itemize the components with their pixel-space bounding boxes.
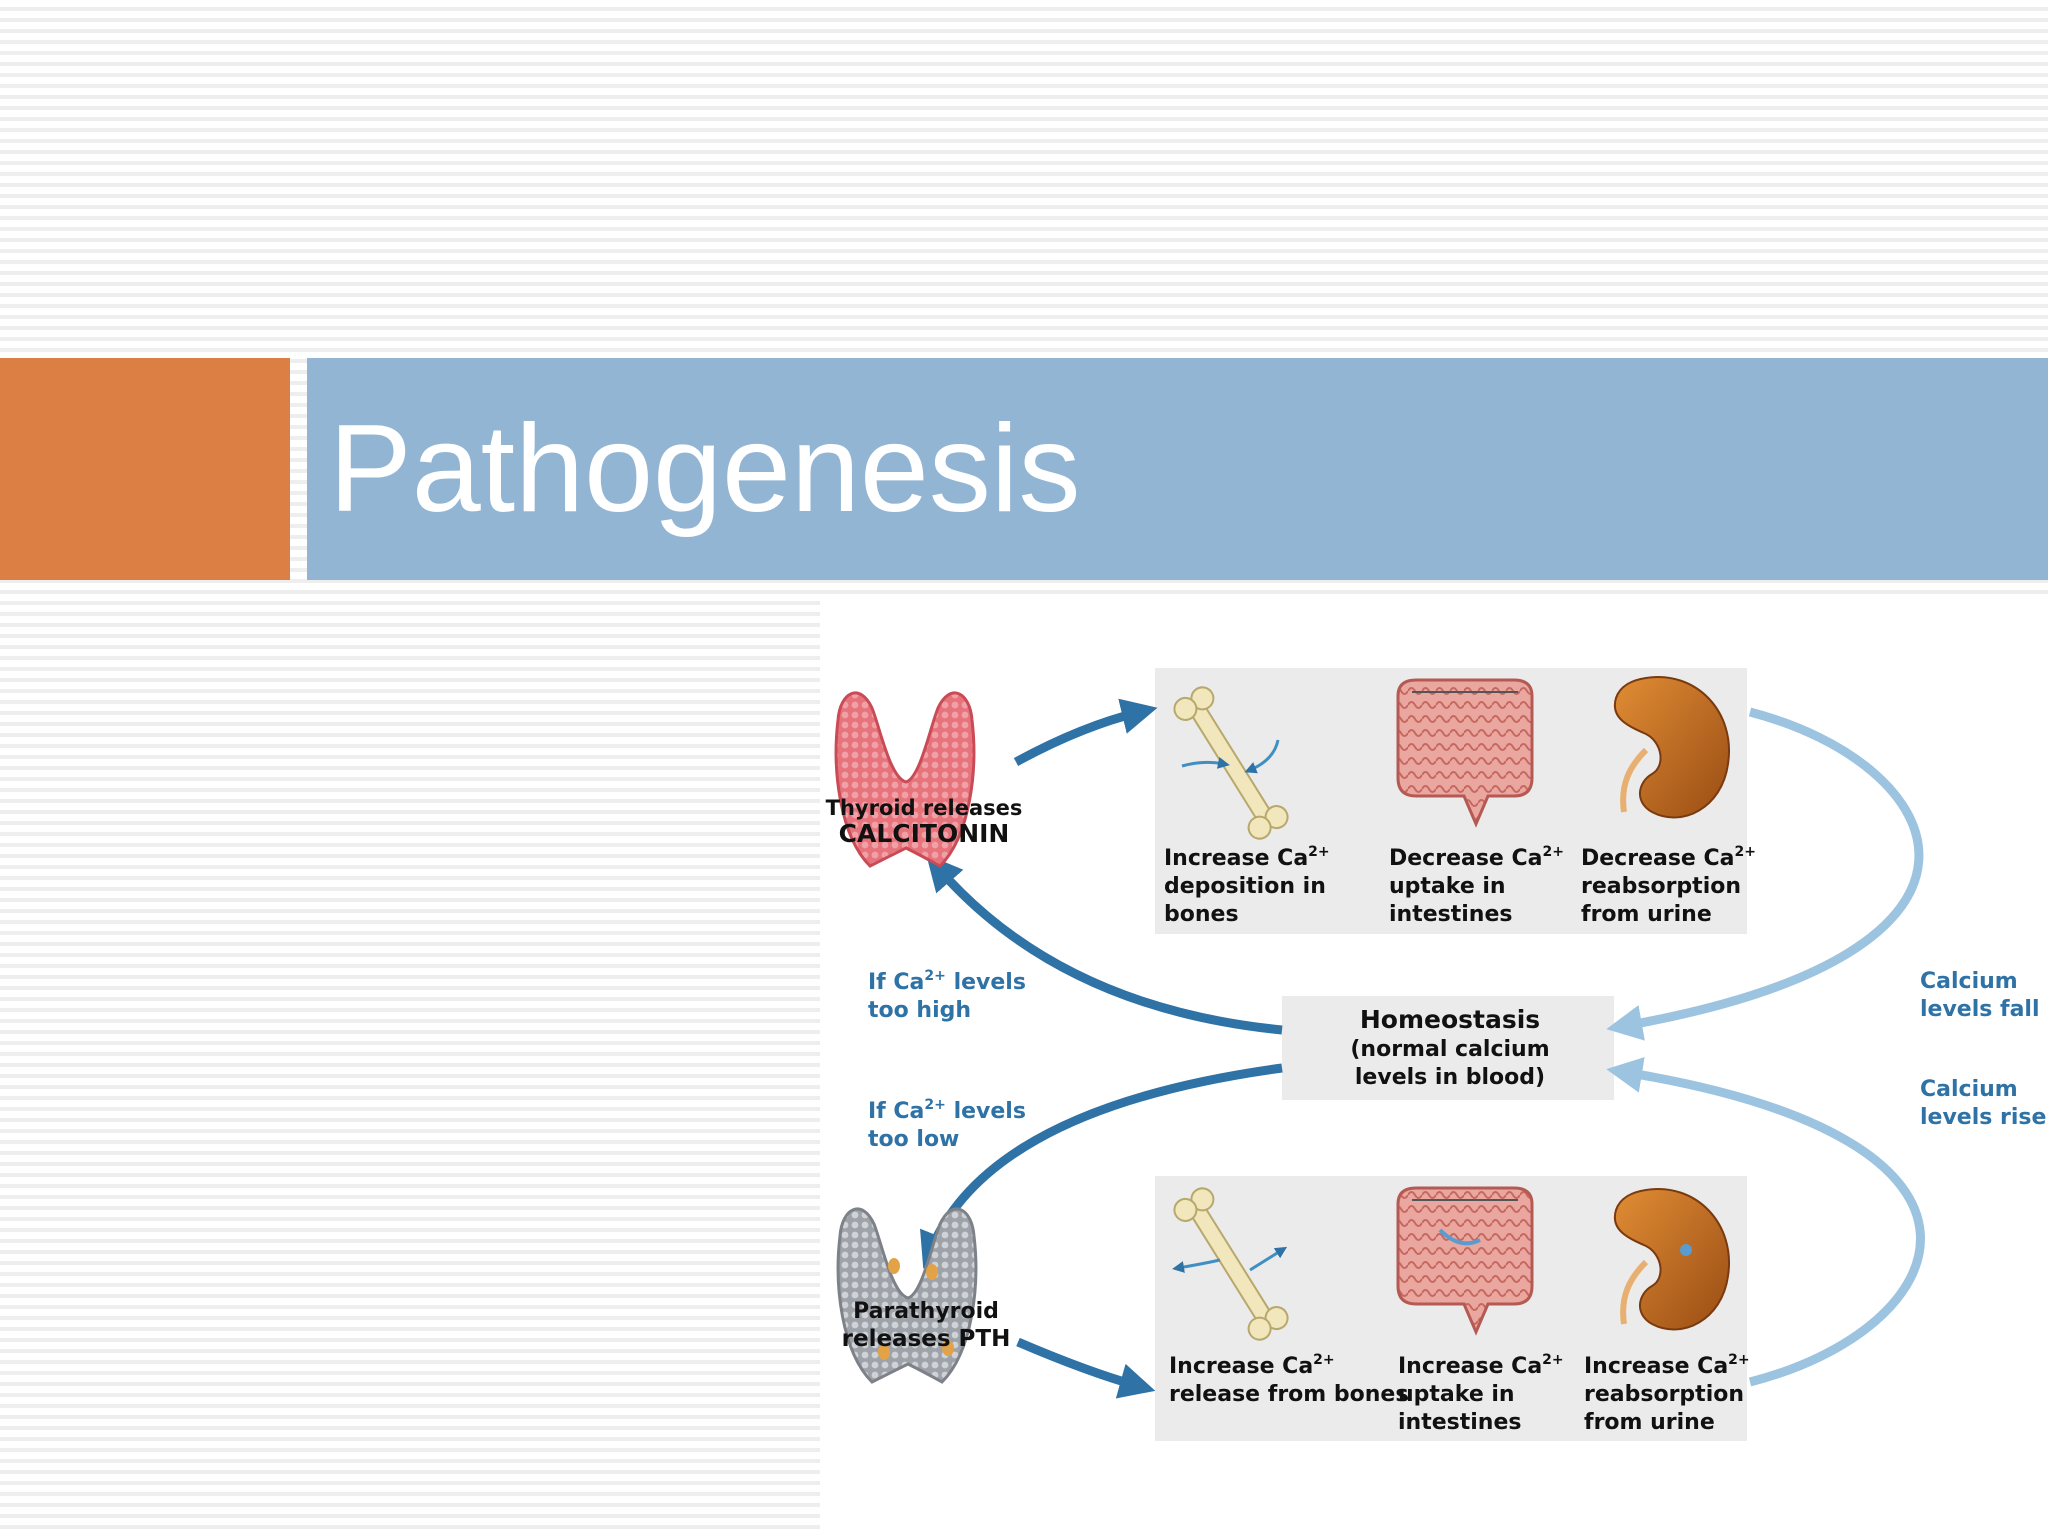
too-high-label-line2: too high	[868, 998, 971, 1023]
calcium-fall-label-line2: levels fall	[1920, 997, 2040, 1022]
parathyroid-gland-icon	[836, 1207, 978, 1384]
slide-title: Pathogenesis	[329, 400, 1081, 538]
too-low-label-line1: If Ca2+ levels	[868, 1097, 1026, 1124]
bottom-effect-2-line1: Increase Ca2+	[1398, 1352, 1564, 1379]
top-effect-2-line2: uptake in	[1389, 874, 1506, 899]
top-effect-3-line3: from urine	[1581, 902, 1712, 927]
bottom-effect-3-line1: Increase Ca2+	[1584, 1352, 1750, 1379]
kidney-icon	[1613, 1188, 1731, 1331]
calcium-fall-label-line1: Calcium	[1920, 969, 2018, 994]
top-effect-1-line2: deposition in	[1164, 874, 1326, 899]
title-bar: Pathogenesis	[307, 358, 2048, 580]
top-effect-1-line3: bones	[1164, 902, 1239, 927]
top-effect-2-line3: intestines	[1389, 902, 1512, 927]
thyroid-gland-icon	[834, 691, 976, 868]
bottom-effect-3-line2: reabsorption	[1584, 1382, 1744, 1407]
accent-block	[0, 358, 290, 580]
arrow-too-high	[926, 854, 1283, 1035]
bottom-effect-2-line2: uptake in	[1398, 1382, 1515, 1407]
calcium-rise-label-line1: Calcium	[1920, 1077, 2018, 1102]
bone-icon	[1173, 686, 1289, 840]
bone-icon	[1172, 1187, 1289, 1341]
kidney-icon	[1613, 676, 1731, 819]
homeostasis-line2: (normal calcium	[1350, 1037, 1549, 1062]
intestine-icon	[1396, 678, 1534, 828]
bottom-effect-1-line1: Increase Ca2+	[1169, 1352, 1335, 1379]
arrow-calcium-fall	[1606, 707, 1924, 1041]
parathyroid-label-line1: Parathyroid	[853, 1299, 999, 1324]
bottom-effect-3-line3: from urine	[1584, 1410, 1715, 1435]
too-low-label-line2: too low	[868, 1127, 959, 1152]
top-effect-3-line2: reabsorption	[1581, 874, 1741, 899]
thyroid-label-line2: CALCITONIN	[839, 819, 1010, 848]
top-effect-3-line1: Decrease Ca2+	[1581, 844, 1756, 871]
arrow-calcium-rise	[1606, 1057, 1925, 1387]
thyroid-label-line1: Thyroid releases	[826, 796, 1023, 820]
arrow-to-bottom-effects	[1016, 1337, 1156, 1399]
too-high-label-line1: If Ca2+ levels	[868, 968, 1026, 995]
calcium-rise-label-line2: levels rise	[1920, 1105, 2046, 1130]
bottom-effect-2-line3: intestines	[1398, 1410, 1521, 1435]
intestine-icon	[1396, 1186, 1534, 1336]
top-effect-1-line1: Increase Ca2+	[1164, 844, 1330, 871]
diagram-canvas: Thyroid releases CALCITONIN Parathyroid …	[826, 668, 2046, 1441]
bottom-effect-1-line2: release from bones	[1169, 1382, 1408, 1407]
top-effect-2-line1: Decrease Ca2+	[1389, 844, 1564, 871]
parathyroid-label-line2: releases PTH	[842, 1326, 1011, 1352]
arrow-to-top-effects	[1013, 698, 1158, 766]
homeostasis-line3: levels in blood)	[1355, 1065, 1545, 1090]
homeostasis-box	[1282, 996, 1614, 1100]
homeostasis-title: Homeostasis	[1360, 1005, 1540, 1034]
calcium-homeostasis-diagram: Thyroid releases CALCITONIN Parathyroid …	[820, 600, 2048, 1536]
